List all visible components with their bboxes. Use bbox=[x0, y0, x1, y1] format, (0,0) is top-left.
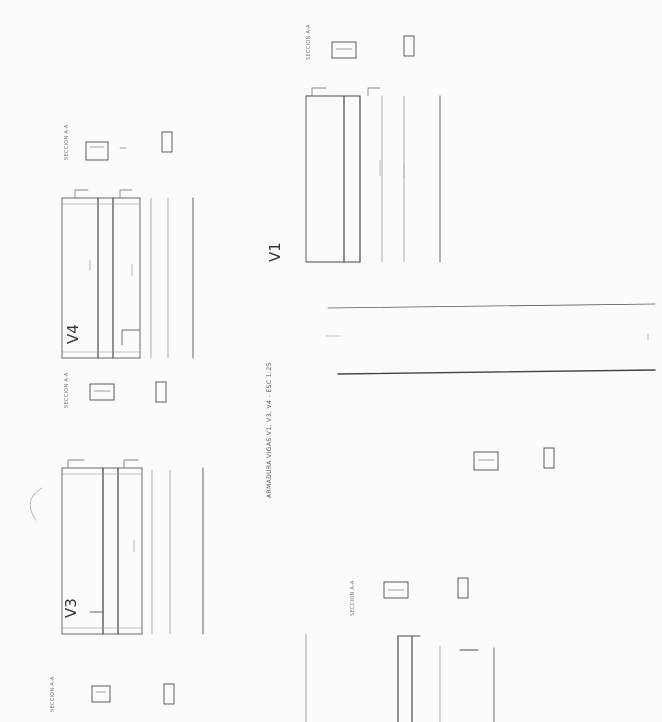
pencil-mark bbox=[29, 487, 43, 521]
section-label-v3-end: SECCION A-A bbox=[50, 676, 56, 712]
mid-sections bbox=[383, 447, 555, 599]
beam-label-v3: V3 bbox=[62, 598, 80, 618]
bar-schedule-long bbox=[325, 303, 656, 375]
beam-v3-elevation bbox=[61, 459, 204, 635]
beam-label-v4: V4 bbox=[64, 324, 82, 344]
beam-v3-end-section bbox=[91, 683, 175, 705]
beam-v4-sections bbox=[85, 131, 173, 161]
beam-v1-elevation bbox=[305, 87, 441, 263]
beam-bottom-elevation bbox=[305, 633, 495, 722]
beam-v3-sections bbox=[89, 381, 167, 403]
beam-label-v1: V1 bbox=[266, 242, 284, 262]
section-label-v4: SECCION A-A bbox=[64, 124, 70, 160]
section-label-v1: SECCION A-A bbox=[306, 24, 312, 60]
section-label-bottom: SECCION A-A bbox=[350, 580, 356, 616]
section-label-v3: SECCION A-A bbox=[64, 372, 70, 408]
beam-v4-elevation bbox=[61, 189, 194, 359]
drawing-title-note: ARMADURA VIGAS V1, V3, V4 - ESC 1:25 bbox=[266, 362, 273, 498]
dimension-ticks bbox=[89, 159, 649, 553]
beam-v1-sections bbox=[331, 35, 415, 59]
